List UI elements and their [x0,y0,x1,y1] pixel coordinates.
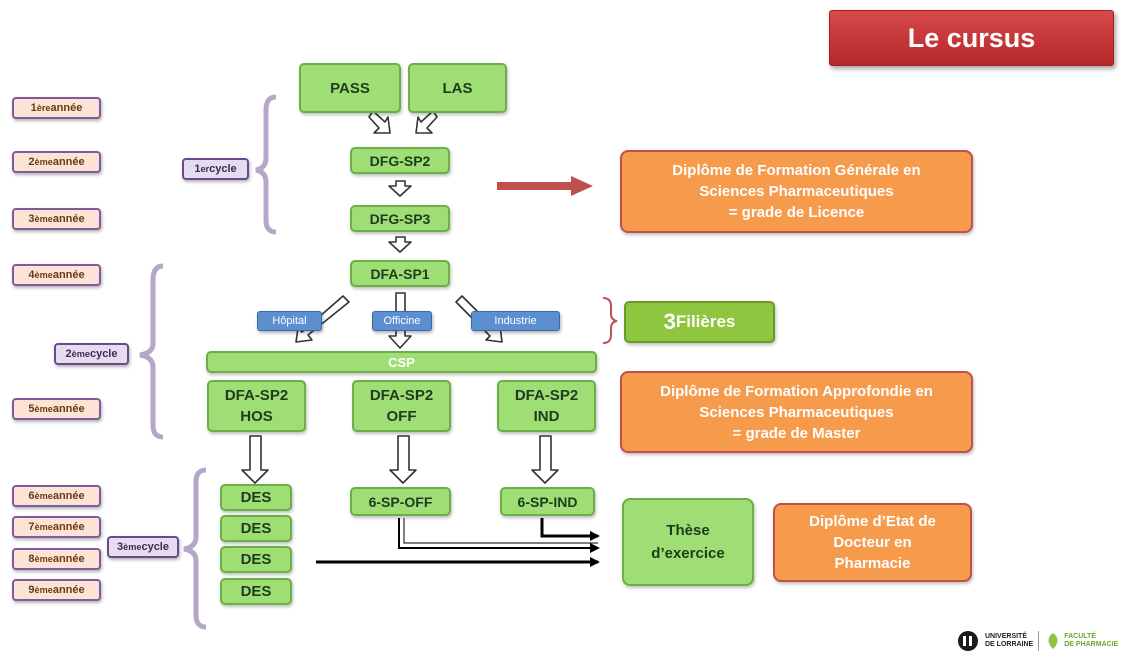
filiere-officine-tag: Officine [372,311,432,331]
page-title: Le cursus [829,10,1114,66]
pass-box: PASS [299,63,401,113]
bracket-filieres [602,297,618,344]
dfg-sp3-box: DFG-SP3 [350,205,450,232]
bracket-cycle-2 [139,263,164,440]
dfg-sp2-box: DFG-SP2 [350,147,450,174]
dfa-sp1-box: DFA-SP1 [350,260,450,287]
arrow-6spoff-these-outline [403,518,598,544]
arrow-pass-dfg [368,110,391,134]
des-box-1: DES [220,484,292,511]
csp-bar: CSP [206,351,597,373]
arrow-ind-6spind [531,435,559,484]
bracket-cycle-3 [183,467,207,630]
arrow-to-dfgsp [497,176,593,196]
arrow-6spind-these [540,518,600,541]
arrow-dfg2-dfg3 [388,180,412,197]
universite-lorraine-logo-icon [958,631,978,651]
logo-divider [1038,631,1040,651]
arrow-las-dfg [415,110,438,134]
pharmacie-leaf-icon [1048,633,1058,649]
des-box-3: DES [220,546,292,573]
arrow-off-6spoff [389,435,417,484]
filiere-industrie-tag: Industrie [471,311,560,331]
filiere-hopital-tag: Hôpital [257,311,322,331]
des-box-2: DES [220,515,292,542]
las-box: LAS [408,63,507,113]
arrow-6spoff-these [398,518,600,553]
arrow-dfg3-dfa1 [388,236,412,253]
arrow-hos-des [241,435,269,484]
six-sp-ind-box: 6-SP-IND [500,487,595,516]
bracket-cycle-1 [255,94,277,235]
des-box-4: DES [220,578,292,605]
trois-filieres-box: 3 Filières [624,301,775,343]
six-sp-off-box: 6-SP-OFF [350,487,451,516]
